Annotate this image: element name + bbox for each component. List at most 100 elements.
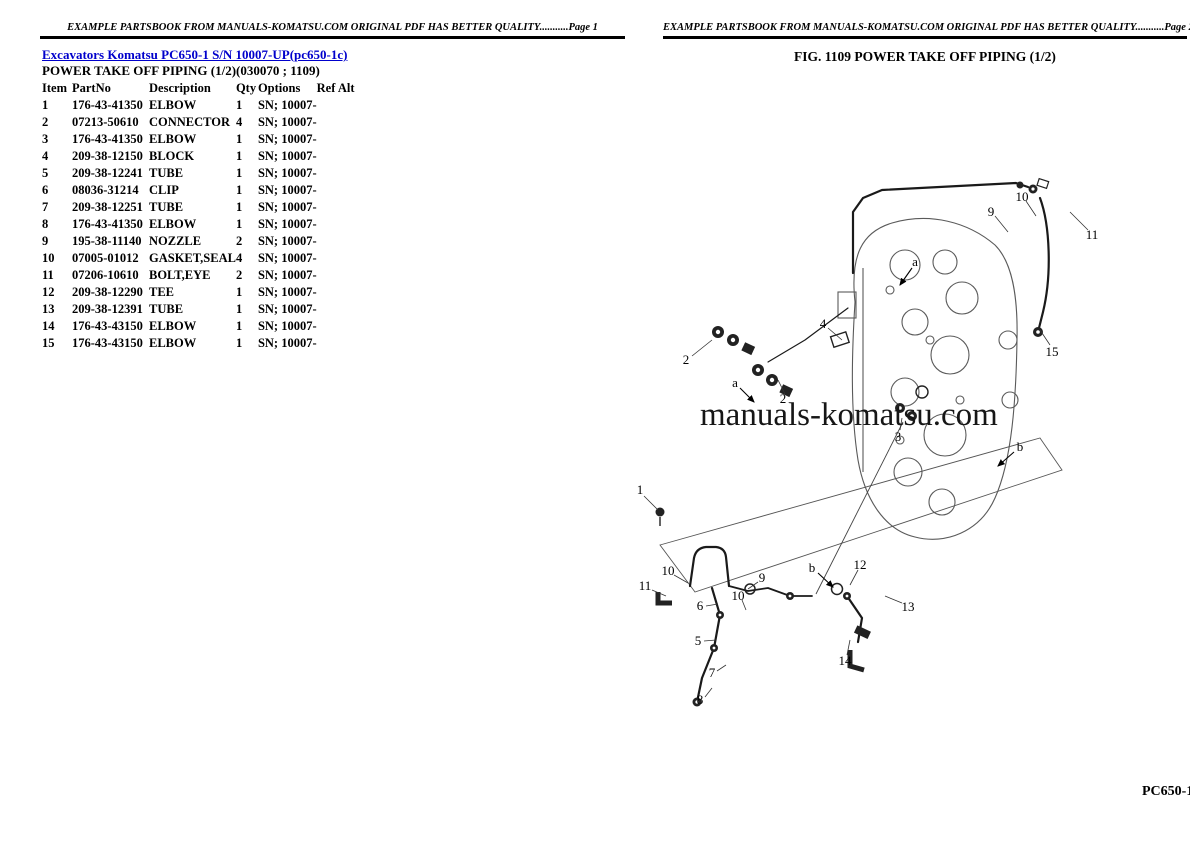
cell-description: BOLT,EYE xyxy=(149,268,211,282)
callout-label: 13 xyxy=(902,599,915,614)
cell-refalt xyxy=(317,318,377,335)
cell-description: CLIP xyxy=(149,183,179,197)
cell-description: TUBE xyxy=(149,166,184,180)
cell-options: SN; 10007- xyxy=(257,234,317,248)
cell-refalt xyxy=(317,131,377,148)
callout-label: 7 xyxy=(709,665,716,680)
cell-options: SN; 10007- xyxy=(257,98,317,112)
cell-qty: 2 xyxy=(235,234,243,248)
cell-item: 2 xyxy=(42,115,49,129)
callout-label: 2 xyxy=(683,352,690,367)
callout-leader-lines xyxy=(643,200,1089,698)
callout-label: 1 xyxy=(637,482,644,497)
page2-header: EXAMPLE PARTSBOOK FROM MANUALS-KOMATSU.C… xyxy=(663,22,1190,33)
reference-line xyxy=(815,421,904,595)
cell-item: 11 xyxy=(42,268,54,282)
cell-options: SN; 10007- xyxy=(257,183,317,197)
callout-label: a xyxy=(732,375,738,390)
page1-section-title: POWER TAKE OFF PIPING (1/2)(030070 ; 110… xyxy=(42,63,320,78)
cell-refalt xyxy=(317,233,377,250)
cell-item: 1 xyxy=(42,98,49,112)
cell-partno: 176-43-41350 xyxy=(72,98,143,112)
callout-label: 2 xyxy=(780,391,787,406)
page1-header-rule xyxy=(40,36,625,39)
cell-description: TUBE xyxy=(149,200,184,214)
pto-piping-diagram: 9 10 11 15 a 4 2 a 2 3 b 1 b 12 13 14 10… xyxy=(637,177,1099,707)
cell-partno: 209-38-12251 xyxy=(72,200,143,214)
table-row: 7 209-38-12251 TUBE 1 SN; 10007- xyxy=(42,199,377,216)
cell-partno: 195-38-11140 xyxy=(72,234,142,248)
cell-options: SN; 10007- xyxy=(257,115,317,129)
table-row: 13 209-38-12391 TUBE 1 SN; 10007- xyxy=(42,301,377,318)
cell-item: 4 xyxy=(42,149,49,163)
cell-refalt xyxy=(317,148,377,165)
cell-item: 9 xyxy=(42,234,49,248)
callout-label: 4 xyxy=(820,316,827,331)
breadcrumb-model-link[interactable]: Excavators Komatsu PC650-1 S/N 10007-UP(… xyxy=(42,47,348,62)
engine-block-drawing xyxy=(837,217,1019,540)
cell-refalt xyxy=(317,267,377,284)
cell-item: 12 xyxy=(42,285,55,299)
cell-partno: 176-43-41350 xyxy=(72,217,143,231)
table-row: 4 209-38-12150 BLOCK 1 SN; 10007- xyxy=(42,148,377,165)
callout-label: 9 xyxy=(988,204,995,219)
cell-qty: 1 xyxy=(235,183,243,197)
table-row: 1 176-43-41350 ELBOW 1 SN; 10007- xyxy=(42,97,377,114)
cell-description: ELBOW xyxy=(149,336,197,350)
cell-refalt xyxy=(317,97,377,114)
table-row: 2 07213-50610 CONNECTOR 4 SN; 10007- xyxy=(42,114,377,131)
callout-label: 12 xyxy=(854,557,867,572)
table-row: 6 08036-31214 CLIP 1 SN; 10007- xyxy=(42,182,377,199)
cell-options: SN; 10007- xyxy=(257,319,317,333)
cell-item: 14 xyxy=(42,319,55,333)
cell-refalt xyxy=(317,284,377,301)
cell-options: SN; 10007- xyxy=(257,336,317,350)
table-row: 9 195-38-11140 NOZZLE 2 SN; 10007- xyxy=(42,233,377,250)
cell-qty: 1 xyxy=(235,285,243,299)
table-row: 12 209-38-12290 TEE 1 SN; 10007- xyxy=(42,284,377,301)
cell-qty: 4 xyxy=(235,115,243,129)
table-row: 10 07005-01012 GASKET,SEAL 4 SN; 10007- xyxy=(42,250,377,267)
cell-refalt xyxy=(317,216,377,233)
callout-label: b xyxy=(809,560,816,575)
callout-label: 14 xyxy=(839,653,853,668)
cell-partno: 176-43-41350 xyxy=(72,132,143,146)
cell-options: SN; 10007- xyxy=(257,200,317,214)
col-header-options: Options xyxy=(257,81,301,95)
direction-arrows xyxy=(739,267,1015,588)
col-header-refalt: Ref Alt xyxy=(316,81,355,95)
callout-label: 5 xyxy=(695,633,702,648)
cell-partno: 209-38-12241 xyxy=(72,166,143,180)
cell-options: SN; 10007- xyxy=(257,132,317,146)
callout-label: a xyxy=(912,254,918,269)
cell-partno: 209-38-12391 xyxy=(72,302,143,316)
cell-item: 7 xyxy=(42,200,49,214)
cell-partno: 07213-50610 xyxy=(72,115,139,129)
col-header-item: Item xyxy=(42,81,67,95)
callout-label: 11 xyxy=(1086,227,1099,242)
cell-qty: 1 xyxy=(235,166,243,180)
callout-label: 8 xyxy=(697,692,704,707)
cell-description: TEE xyxy=(149,285,175,299)
table-header-row: Item PartNo Description Qty Options Ref … xyxy=(42,80,377,97)
table-row: 8 176-43-41350 ELBOW 1 SN; 10007- xyxy=(42,216,377,233)
cell-refalt xyxy=(317,250,377,267)
cell-qty: 1 xyxy=(235,217,243,231)
cell-options: SN; 10007- xyxy=(257,251,317,265)
cell-description: BLOCK xyxy=(149,149,195,163)
cell-qty: 4 xyxy=(235,251,243,265)
cell-refalt xyxy=(317,199,377,216)
cell-qty: 1 xyxy=(235,336,243,350)
cell-description: ELBOW xyxy=(149,132,197,146)
page-corner-model-label: PC650-1 xyxy=(1142,784,1190,799)
section-plane-outline xyxy=(659,437,1063,593)
callout-label: 11 xyxy=(639,578,652,593)
cell-refalt xyxy=(317,165,377,182)
cell-partno: 176-43-43150 xyxy=(72,336,143,350)
cell-qty: 1 xyxy=(235,200,243,214)
cell-refalt xyxy=(317,335,377,352)
cell-description: TUBE xyxy=(149,302,184,316)
cell-description: ELBOW xyxy=(149,319,197,333)
table-row: 15 176-43-43150 ELBOW 1 SN; 10007- xyxy=(42,335,377,352)
cell-item: 13 xyxy=(42,302,55,316)
